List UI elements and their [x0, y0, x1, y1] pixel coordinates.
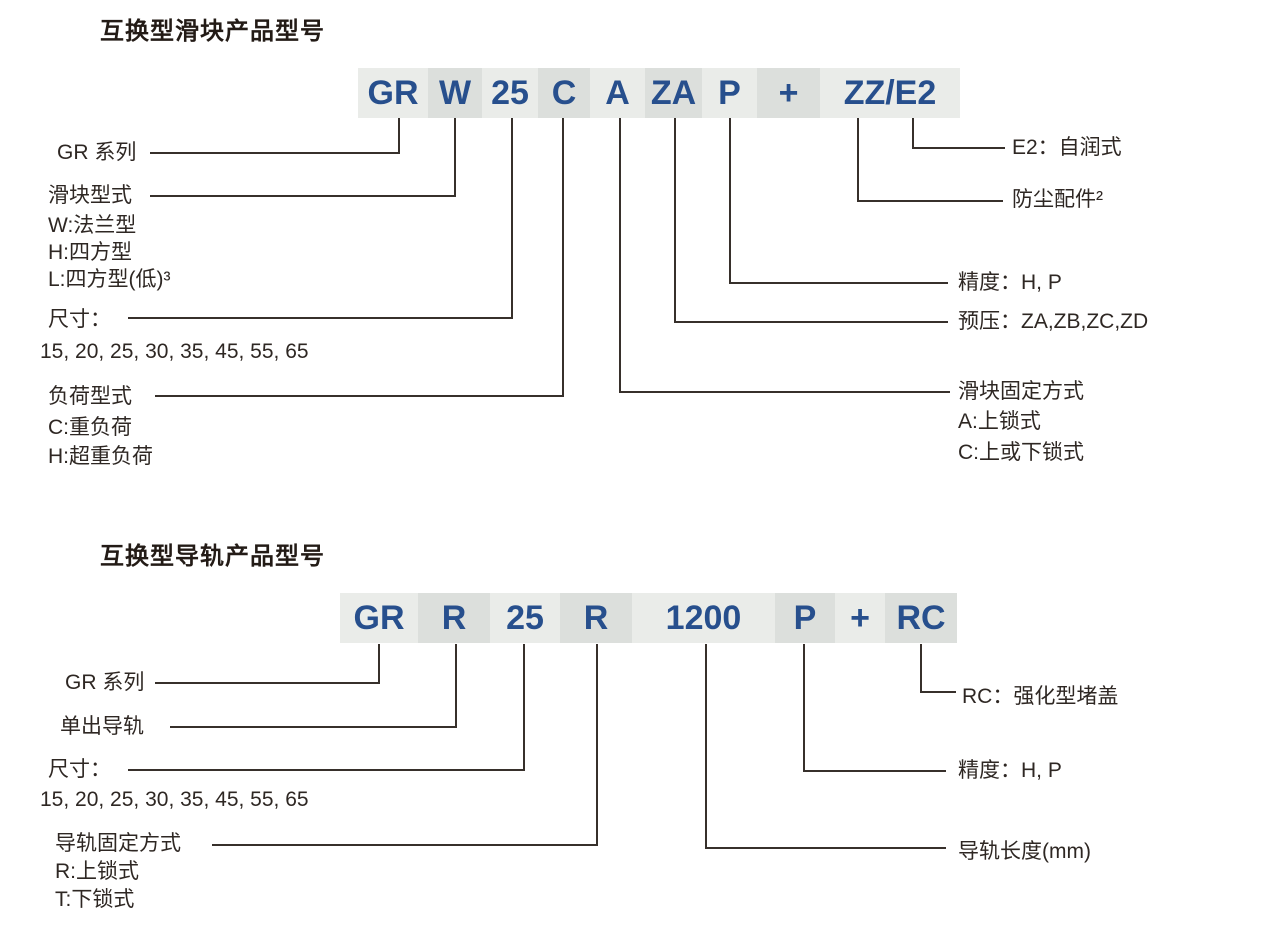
slider-code-segment-size: 25 [482, 68, 538, 118]
connector-rail-rc [920, 644, 956, 693]
slider-series-label: GR 系列 [57, 141, 137, 164]
rail-rc-label: RC：强化型堵盖 [962, 685, 1119, 708]
slider-code-segment-plus: + [757, 68, 820, 118]
rail-length-label: 导轨长度(mm) [958, 840, 1091, 863]
connector-slider-type [150, 118, 456, 197]
slider-code-segment-precision: P [702, 68, 757, 118]
rail-section-title: 互换型导轨产品型号 [100, 543, 325, 570]
connector-slider-e2 [912, 118, 1005, 149]
rail-code-segment-plus: + [835, 593, 885, 643]
connector-rail-fixing [212, 644, 598, 846]
slider-load-title: 负荷型式 [48, 385, 132, 408]
connector-rail-series [155, 644, 380, 684]
rail-fixing-option-r: R:上锁式 [55, 860, 139, 883]
slider-type-option-l: L:四方型(低)³ [48, 268, 171, 291]
slider-precision-label: 精度：H, P [958, 271, 1062, 294]
slider-e2-label: E2：自润式 [1012, 136, 1122, 159]
rail-size-options: 15, 20, 25, 30, 35, 45, 55, 65 [40, 788, 309, 811]
slider-code-segment-gr: GR [358, 68, 428, 118]
rail-code-segment-rail: R [418, 593, 490, 643]
connector-rail-single [170, 644, 457, 728]
slider-type-title: 滑块型式 [48, 184, 132, 207]
slider-size-title: 尺寸： [48, 308, 111, 331]
connector-slider-fixing [619, 118, 950, 393]
slider-code-segment-type: W [428, 68, 482, 118]
slider-dust-label: 防尘配件² [1012, 188, 1103, 211]
slider-section-title: 互换型滑块产品型号 [100, 18, 325, 45]
slider-size-options: 15, 20, 25, 30, 35, 45, 55, 65 [40, 340, 309, 363]
slider-code-segment-load: C [538, 68, 590, 118]
slider-fixing-option-c: C:上或下锁式 [958, 441, 1084, 464]
connector-slider-precision [729, 118, 948, 284]
slider-preload-label: 预压：ZA,ZB,ZC,ZD [958, 310, 1149, 333]
slider-type-option-h: H:四方型 [48, 241, 132, 264]
slider-load-option-h: H:超重负荷 [48, 445, 153, 468]
rail-code-segment-rc: RC [885, 593, 957, 643]
slider-load-option-c: C:重负荷 [48, 416, 132, 439]
rail-fixing-title: 导轨固定方式 [55, 832, 181, 855]
rail-code-segment-gr: GR [340, 593, 418, 643]
rail-code-segment-precision: P [775, 593, 835, 643]
rail-code-segment-length: 1200 [632, 593, 775, 643]
slider-type-option-w: W:法兰型 [48, 214, 137, 237]
connector-rail-precision [803, 644, 946, 772]
connector-slider-size [128, 118, 513, 319]
connector-rail-size [128, 644, 525, 771]
rail-single-rail-label: 单出导轨 [60, 715, 144, 738]
rail-series-label: GR 系列 [65, 671, 145, 694]
rail-size-title: 尺寸： [48, 758, 111, 781]
connector-slider-preload [674, 118, 948, 323]
slider-fixing-option-a: A:上锁式 [958, 410, 1041, 433]
rail-code-segment-size: 25 [490, 593, 560, 643]
rail-fixing-option-t: T:下锁式 [55, 888, 135, 911]
slider-code-segment-preload: ZA [645, 68, 702, 118]
slider-fixing-title: 滑块固定方式 [958, 380, 1084, 403]
connector-rail-length [705, 644, 946, 849]
connector-slider-dust [857, 118, 1003, 202]
rail-code-segment-fixing: R [560, 593, 632, 643]
connector-slider-series [150, 118, 400, 154]
rail-precision-label: 精度：H, P [958, 759, 1062, 782]
slider-code-segment-accessory: ZZ/E2 [820, 68, 960, 118]
slider-code-segment-fixing: A [590, 68, 645, 118]
